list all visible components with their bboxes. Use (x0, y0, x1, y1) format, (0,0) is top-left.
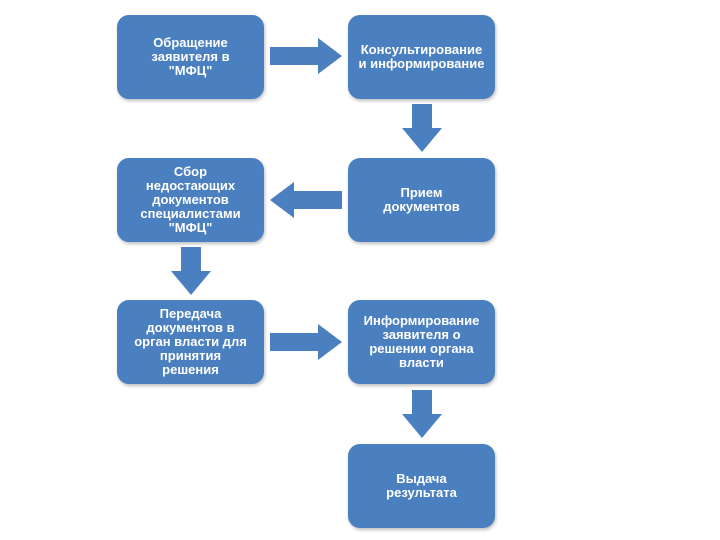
step-label: Прием документов (383, 185, 460, 214)
step-consulting: Консультирование и информирование (348, 15, 495, 99)
arrow-left-icon (270, 182, 342, 218)
step-label: Сбор недостающих документов специалистам… (140, 164, 241, 235)
step-appeal-to-mfc: Обращение заявителя в "МФЦ" (117, 15, 264, 99)
arrow-down-icon (402, 390, 442, 438)
step-inform-applicant: Информирование заявителя о решении орган… (348, 300, 495, 384)
step-label: Информирование заявителя о решении орган… (363, 313, 480, 370)
arrow-down-icon (171, 247, 211, 295)
step-transfer-to-authority: Передача документов в орган власти для п… (117, 300, 264, 384)
step-collect-missing-documents: Сбор недостающих документов специалистам… (117, 158, 264, 242)
step-label: Выдача результата (386, 471, 457, 500)
step-label: Передача документов в орган власти для п… (134, 306, 247, 377)
step-issue-result: Выдача результата (348, 444, 495, 528)
arrow-right-icon (270, 324, 342, 360)
step-document-intake: Прием документов (348, 158, 495, 242)
arrow-right-icon (270, 38, 342, 74)
step-label: Обращение заявителя в "МФЦ" (151, 35, 230, 78)
arrow-down-icon (402, 104, 442, 152)
step-label: Консультирование и информирование (358, 42, 485, 71)
